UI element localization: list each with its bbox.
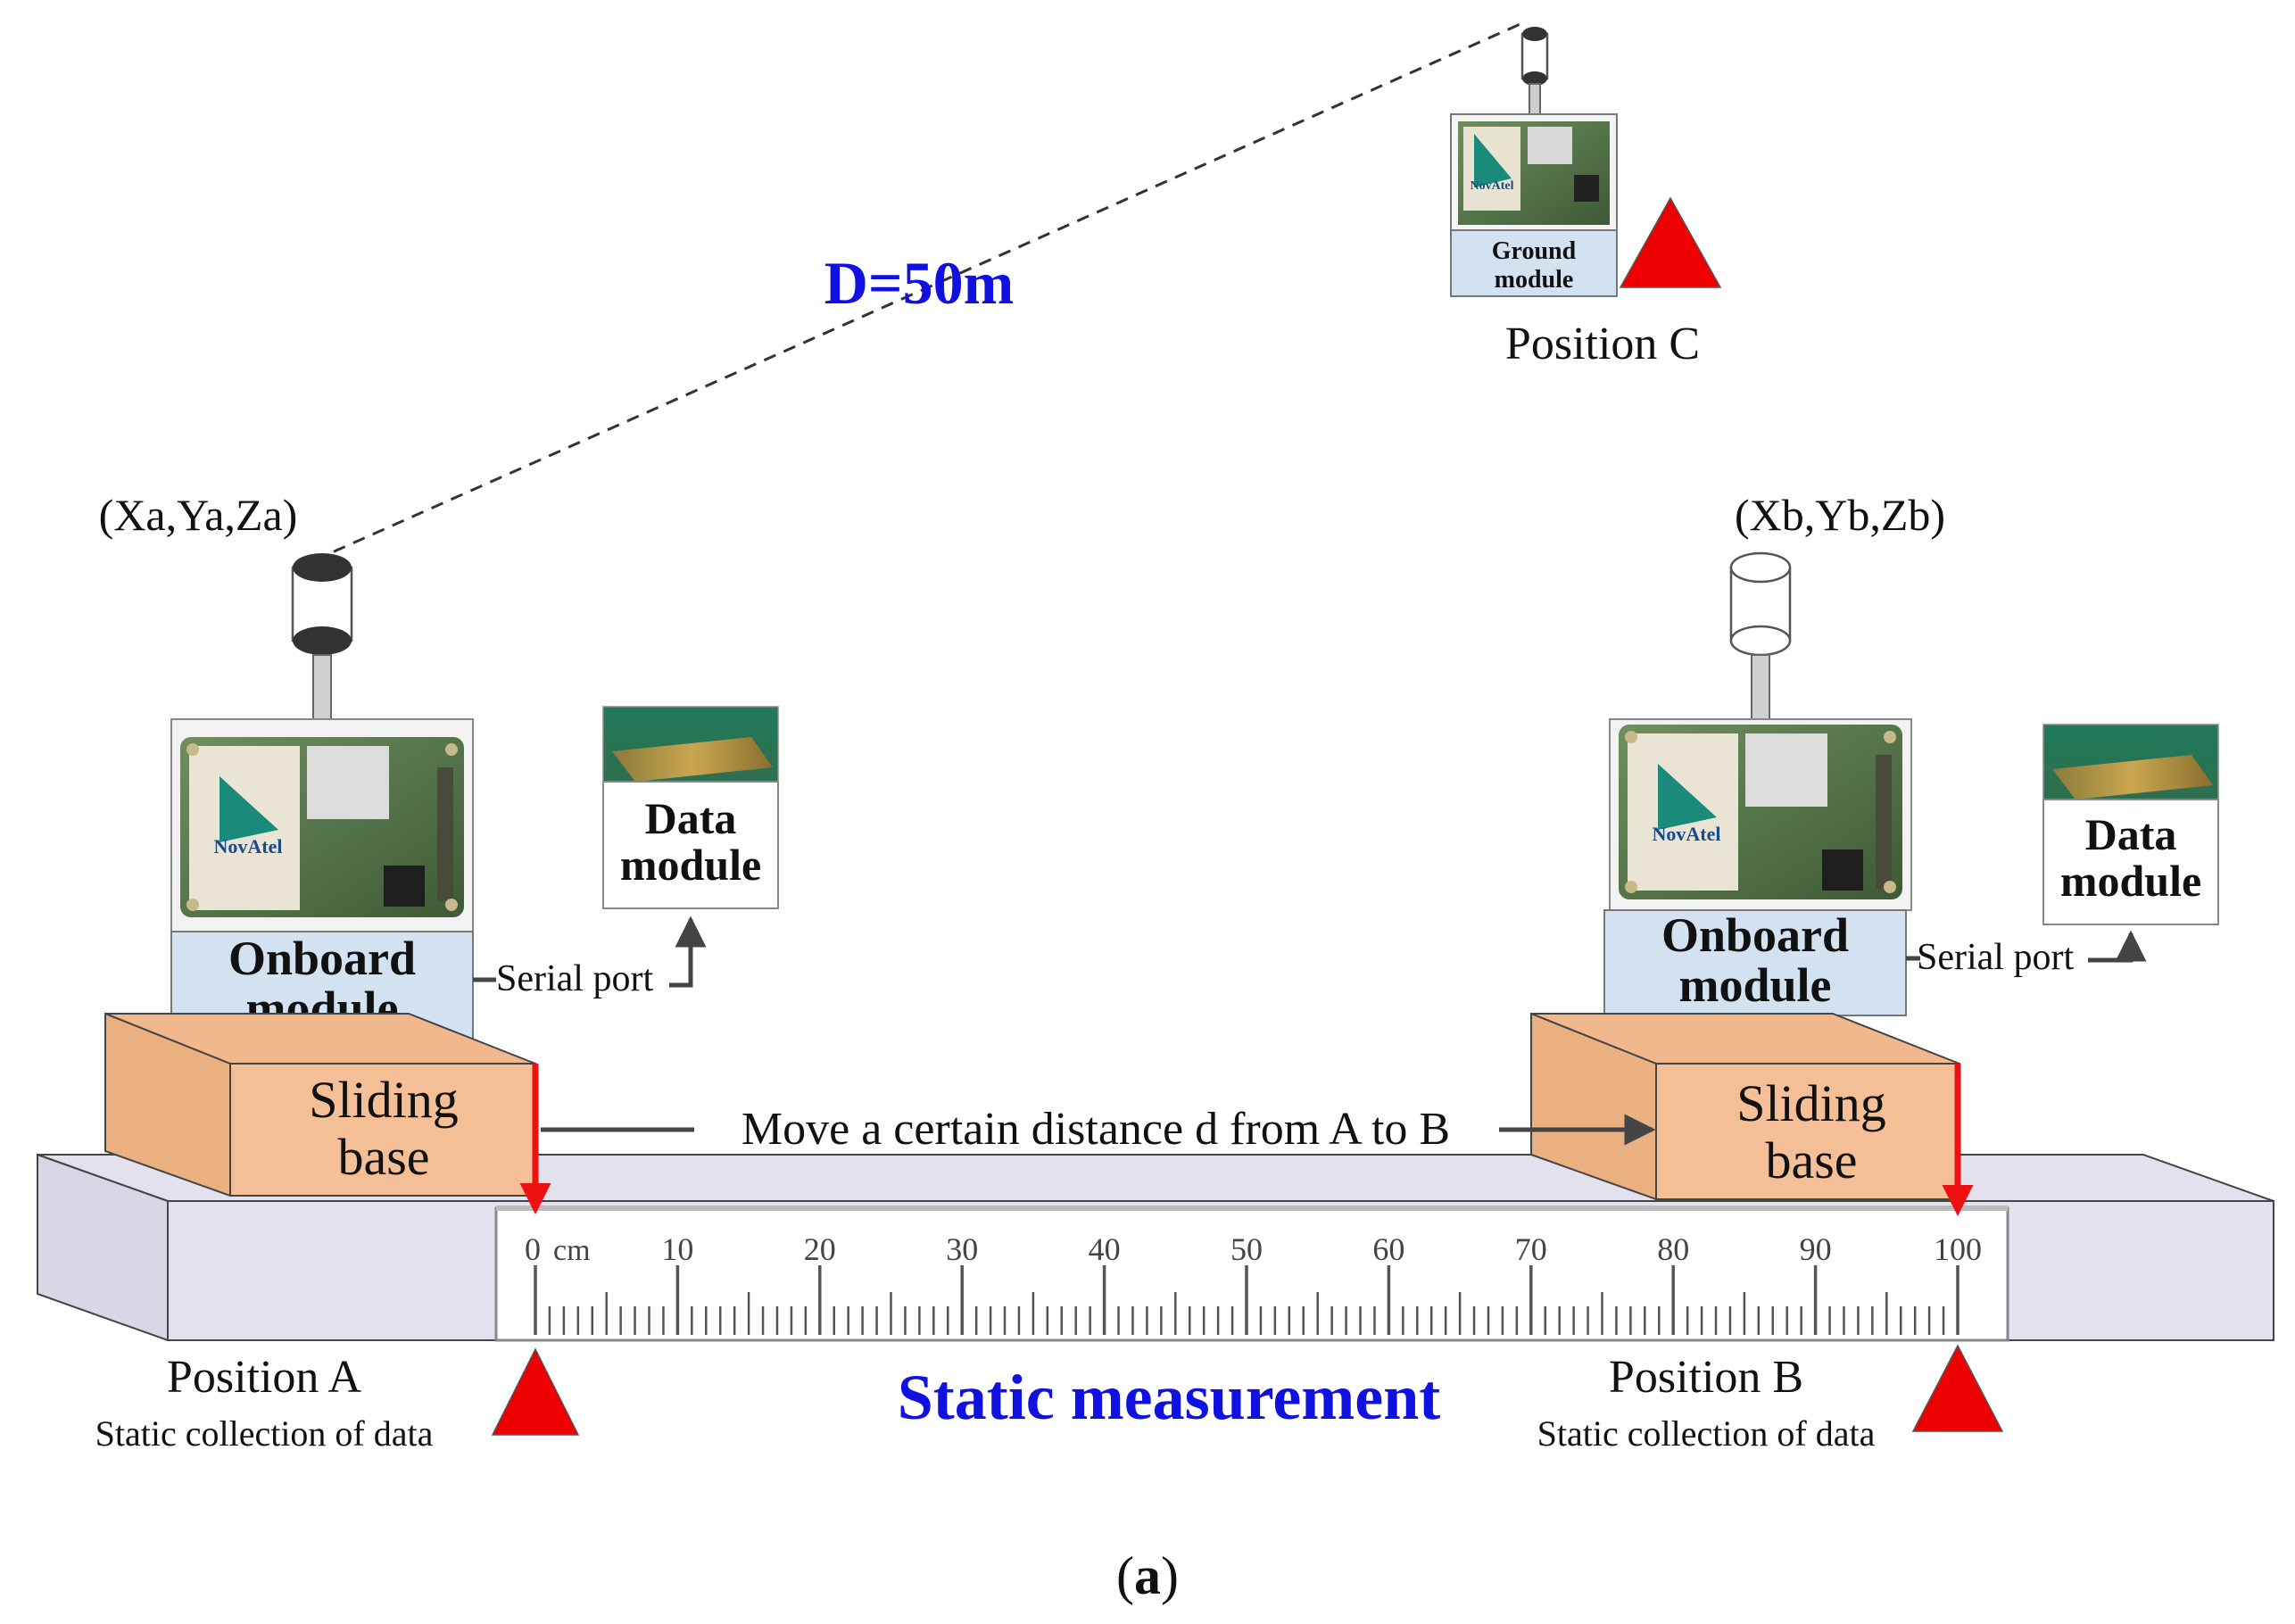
onboard-b-line1: Onboard bbox=[1661, 908, 1849, 962]
sliding-base-a-line2: base bbox=[337, 1128, 429, 1186]
data-module-b: Data module bbox=[2042, 724, 2219, 925]
data-module-a-line2: module bbox=[620, 840, 761, 890]
position-b-marker bbox=[1911, 1344, 2004, 1432]
figure-caption: (a) bbox=[1116, 1546, 1179, 1605]
ground-module-label-box: Ground module bbox=[1450, 229, 1618, 297]
ruler-tick-label: 20 bbox=[804, 1231, 836, 1267]
data-module-b-line1: Data bbox=[2085, 809, 2177, 859]
position-b-collection-label: Static collection of data bbox=[1537, 1413, 1876, 1454]
position-c-label: Position C bbox=[1505, 319, 1700, 369]
sliding-base-b-line2: base bbox=[1765, 1131, 1857, 1189]
ruler: 0 10 20 30 40 50 60 70 80 90 100 cm bbox=[494, 1206, 2009, 1342]
antenna-b bbox=[1729, 551, 1792, 720]
sliding-base-a-line1: Sliding bbox=[309, 1071, 459, 1129]
data-module-a-line1: Data bbox=[645, 793, 737, 843]
onboard-module-a-board: NovAtel bbox=[170, 718, 474, 932]
ground-brand-label: NovAtel bbox=[1471, 179, 1514, 193]
distance-label: D=50m bbox=[824, 249, 1015, 317]
sliding-base-b-line1: Sliding bbox=[1736, 1074, 1886, 1132]
onboard-a-brand: NovAtel bbox=[214, 835, 283, 858]
onboard-module-b-label-box: Onboard module bbox=[1603, 908, 1907, 1016]
ground-antenna bbox=[1520, 27, 1549, 115]
onboard-a-line1: Onboard bbox=[228, 932, 416, 985]
sliding-base-b: Sliding base bbox=[1530, 1012, 1960, 1201]
ruler-major-ticks bbox=[534, 1265, 1959, 1335]
position-c-marker bbox=[1619, 196, 1722, 288]
serial-connection-a bbox=[473, 916, 707, 988]
ruler-tick-label: 50 bbox=[1230, 1231, 1263, 1267]
onboard-b-line2: module bbox=[1678, 958, 1831, 1012]
ruler-tick-label: 80 bbox=[1657, 1231, 1689, 1267]
position-a-marker bbox=[491, 1347, 580, 1436]
ground-module-line1: Ground bbox=[1492, 237, 1577, 265]
sliding-base-a: Sliding base bbox=[104, 1012, 536, 1197]
position-a-collection-label: Static collection of data bbox=[95, 1413, 434, 1454]
ruler-tick-labels: 0 10 20 30 40 50 60 70 80 90 100 bbox=[525, 1231, 1982, 1267]
ruler-tick-label: 10 bbox=[661, 1231, 693, 1267]
ground-module-line2: module bbox=[1495, 266, 1574, 294]
ruler-minor-ticks bbox=[548, 1292, 1945, 1335]
ruler-tick-label: 100 bbox=[1934, 1231, 1982, 1267]
position-b-label: Position B bbox=[1609, 1352, 1803, 1403]
ground-module-board: NovAtel bbox=[1450, 113, 1618, 231]
ruler-tick-label: 90 bbox=[1800, 1231, 1832, 1267]
static-measurement-title: Static measurement bbox=[898, 1362, 1441, 1433]
coords-a: (Xa,Ya,Za) bbox=[99, 490, 298, 540]
ruler-unit-label: cm bbox=[553, 1234, 591, 1267]
caption-close: ) bbox=[1161, 1546, 1179, 1605]
serial-port-b-label: Serial port bbox=[1917, 937, 2074, 978]
move-label: Move a certain distance d from A to B bbox=[742, 1104, 1450, 1155]
ruler-body bbox=[494, 1206, 2009, 1342]
data-module-a: Data module bbox=[602, 706, 779, 909]
antenna-a bbox=[291, 553, 353, 720]
caption-open: ( bbox=[1116, 1546, 1134, 1605]
serial-port-a-label: Serial port bbox=[496, 958, 653, 999]
coords-b: (Xb,Yb,Zb) bbox=[1735, 490, 1945, 540]
data-module-b-line2: module bbox=[2060, 856, 2201, 906]
serial-connection-b bbox=[1906, 930, 2147, 963]
ruler-tick-label: 70 bbox=[1515, 1231, 1547, 1267]
distance-dashed-line bbox=[313, 21, 1523, 562]
caption-letter: a bbox=[1134, 1546, 1161, 1605]
ruler-tick-label: 0 bbox=[525, 1231, 541, 1267]
position-a-label: Position A bbox=[167, 1352, 362, 1403]
onboard-module-b-board: NovAtel bbox=[1609, 718, 1912, 911]
ruler-tick-label: 40 bbox=[1089, 1231, 1121, 1267]
ruler-tick-label: 30 bbox=[946, 1231, 978, 1267]
onboard-b-brand: NovAtel bbox=[1653, 823, 1721, 845]
ruler-tick-label: 60 bbox=[1372, 1231, 1404, 1267]
